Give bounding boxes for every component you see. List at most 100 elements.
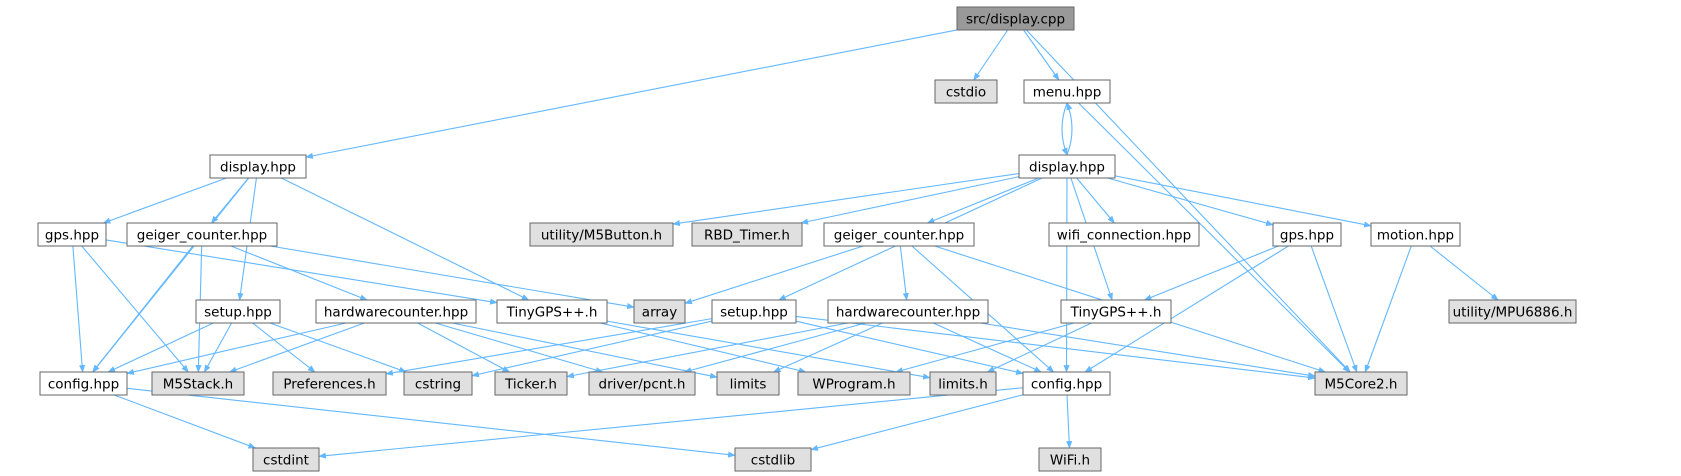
edge-setup_r-to-config_r (795, 320, 1024, 375)
node-box-gps_l (37, 222, 107, 247)
node-label-wifi_h: WiFi.h (1050, 453, 1090, 469)
node-gps_l[interactable]: gps.hpp (37, 222, 107, 247)
node-tgps_r[interactable]: TinyGPS++.h (1060, 299, 1172, 324)
node-box-wifi_conn (1048, 222, 1200, 247)
node-box-motion (1370, 222, 1461, 247)
node-cstdio: cstdio (934, 79, 998, 104)
node-box-m5core2 (1314, 371, 1408, 396)
node-wifi_conn[interactable]: wifi_connection.hpp (1048, 222, 1200, 247)
node-tgps_l[interactable]: TinyGPS++.h (496, 299, 608, 324)
node-box-cstring (403, 371, 473, 396)
edge-tgps_l-to-wprogram (600, 322, 807, 374)
node-label-m5core2: M5Core2.h (1325, 377, 1398, 393)
edge-disp_l-to-tgps_l (281, 177, 530, 301)
edge-hwc_l-to-ticker (417, 322, 511, 373)
node-box-m5stack (151, 371, 245, 396)
node-hwc_l[interactable]: hardwarecounter.hpp (315, 299, 477, 324)
edge-tgps_r-to-wprogram (895, 322, 1075, 374)
node-label-cstdio: cstdio (946, 85, 986, 101)
node-box-disp_r (1018, 154, 1116, 179)
edge-disp_l-to-gps_l (102, 177, 227, 224)
node-setup_r[interactable]: setup.hpp (711, 299, 797, 324)
node-disp_r[interactable]: display.hpp (1018, 154, 1116, 179)
file-nodes: src/display.cpp cstdio menu.hpp display.hpp… (37, 6, 1577, 472)
edge-disp_r-to-motion (1114, 175, 1372, 228)
node-box-menu (1023, 79, 1111, 104)
node-label-gps_r: gps.hpp (1280, 228, 1334, 244)
node-root[interactable]: src/display.cpp (956, 6, 1075, 31)
node-box-setup_r (711, 299, 797, 324)
node-cstdint: cstdint (252, 447, 320, 472)
node-disp_l[interactable]: display.hpp (209, 154, 307, 179)
edge-hwc_r-to-limits (772, 322, 883, 373)
edge-hwc_r-to-ticker (566, 322, 848, 379)
node-cstring: cstring (403, 371, 473, 396)
node-label-cstdlib: cstdlib (751, 453, 795, 469)
edge-config_r-to-cstdlib (810, 394, 1024, 451)
node-box-hwc_r (827, 299, 989, 324)
node-menu[interactable]: menu.hpp (1023, 79, 1111, 104)
node-box-cstdint (252, 447, 320, 472)
edge-config_r-to-wifi_h (1066, 394, 1073, 449)
node-box-geiger_r (823, 222, 975, 247)
node-box-array (633, 299, 686, 324)
edge-menu-to-disp_r (1061, 102, 1068, 156)
edge-geiger_l-to-array (270, 245, 635, 310)
node-array: array (633, 299, 686, 324)
node-box-limits (716, 371, 780, 396)
node-label-wprogram: WProgram.h (812, 377, 895, 393)
node-hwc_r[interactable]: hardwarecounter.hpp (827, 299, 989, 324)
edge-hwc_r-to-config_r (933, 322, 1042, 373)
node-label-array: array (642, 305, 677, 321)
edge-menu-to-m5core2 (1078, 102, 1350, 373)
edge-hwc_l-to-config_l (126, 322, 347, 375)
node-rbd: RBD_Timer.h (691, 222, 803, 247)
node-box-setup_l (195, 299, 281, 324)
node-box-cstdlib (734, 447, 812, 472)
node-box-tgps_r (1060, 299, 1172, 324)
node-label-tgps_l: TinyGPS++.h (506, 305, 598, 321)
edge-gps_r-to-config_r (1084, 245, 1289, 373)
node-label-m5button: utility/M5Button.h (541, 228, 662, 244)
edge-root-to-disp_l (305, 29, 958, 159)
node-box-prefs (272, 371, 387, 396)
node-prefs: Preferences.h (272, 371, 387, 396)
edge-setup_l-to-cstring (269, 322, 407, 373)
edge-disp_r-to-menu (1066, 102, 1073, 156)
node-label-config_r: config.hpp (1031, 377, 1102, 393)
node-label-ticker: Ticker.h (504, 377, 557, 393)
node-label-root: src/display.cpp (966, 12, 1065, 28)
node-label-pcnt: driver/pcnt.h (599, 377, 686, 393)
edge-disp_r-to-m5button (672, 172, 1020, 227)
node-box-wifi_h (1038, 447, 1102, 472)
node-limits_h: limits.h (929, 371, 997, 396)
node-config_r[interactable]: config.hpp (1022, 371, 1111, 396)
node-geiger_l[interactable]: geiger_counter.hpp (126, 222, 278, 247)
node-m5button: utility/M5Button.h (529, 222, 674, 247)
node-box-root (956, 6, 1075, 31)
edge-gps_l-to-config_l (72, 245, 86, 373)
node-label-disp_r: display.hpp (1029, 160, 1105, 176)
node-box-geiger_l (126, 222, 278, 247)
node-motion[interactable]: motion.hpp (1370, 222, 1461, 247)
node-label-hwc_r: hardwarecounter.hpp (836, 305, 980, 321)
node-ticker: Ticker.h (494, 371, 568, 396)
edge-geiger_r-to-hwc_r (899, 245, 909, 301)
edge-setup_r-to-m5core2 (795, 315, 1316, 381)
node-label-hwc_l: hardwarecounter.hpp (324, 305, 468, 321)
edge-config_l-to-cstdint (113, 394, 257, 449)
node-box-pcnt (588, 371, 696, 396)
node-setup_l[interactable]: setup.hpp (195, 299, 281, 324)
node-box-disp_l (209, 154, 307, 179)
node-label-limits_h: limits.h (938, 377, 988, 393)
node-geiger_r[interactable]: geiger_counter.hpp (823, 222, 975, 247)
node-gps_r[interactable]: gps.hpp (1272, 222, 1342, 247)
node-config_l[interactable]: config.hpp (39, 371, 128, 396)
edge-disp_r-to-gps_r (1107, 177, 1274, 226)
node-label-disp_l: display.hpp (220, 160, 296, 176)
node-label-cstring: cstring (415, 377, 461, 393)
edge-hwc_l-to-m5stack (228, 322, 365, 373)
node-box-mpu (1448, 299, 1577, 324)
edge-hwc_l-to-pcnt (435, 322, 604, 374)
node-limits: limits (716, 371, 780, 396)
